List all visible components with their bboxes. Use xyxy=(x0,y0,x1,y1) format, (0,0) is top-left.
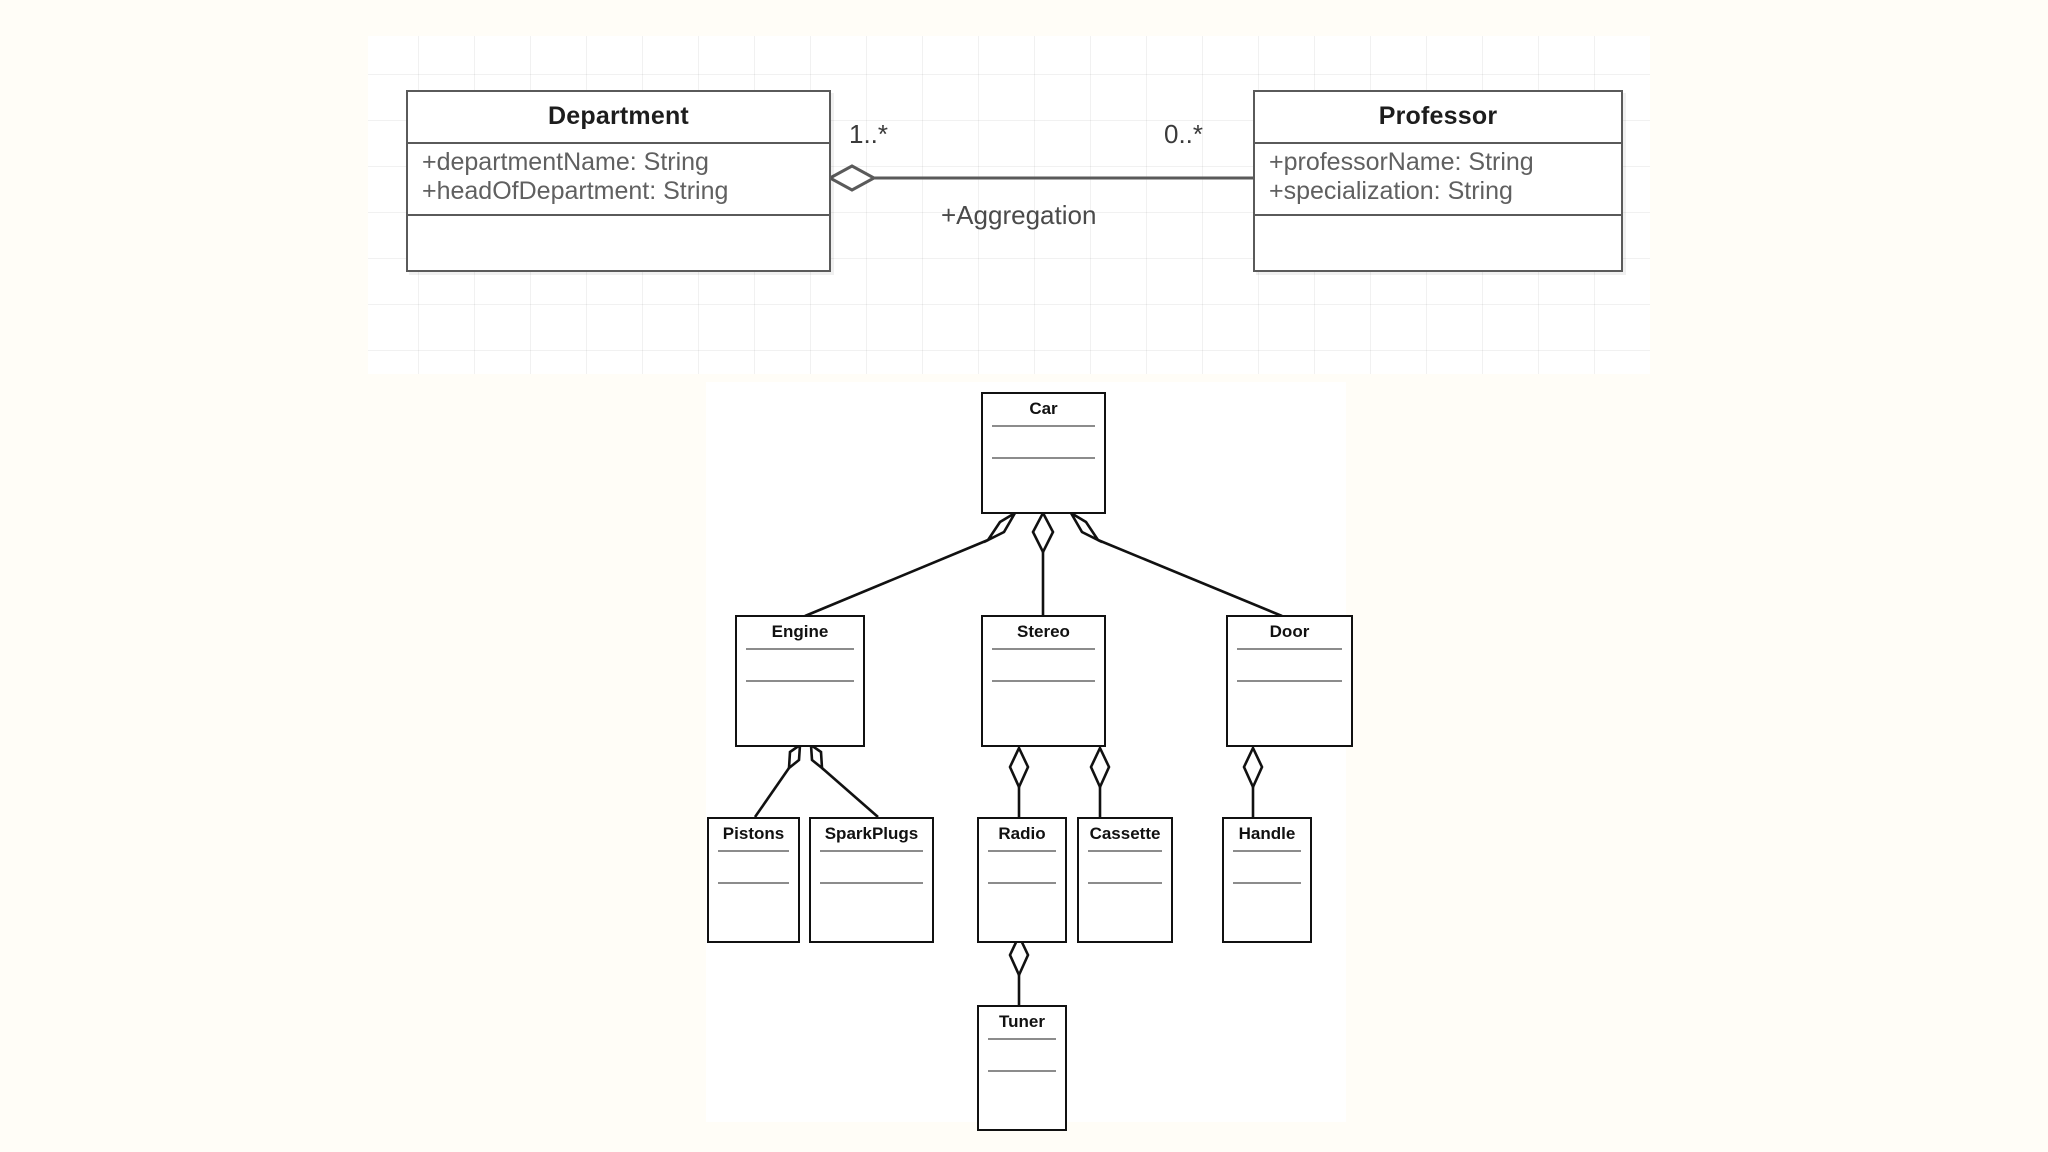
class-attributes-handle xyxy=(1224,852,1310,882)
class-box-cassette[interactable]: Cassette xyxy=(1077,817,1173,943)
compartment-separator xyxy=(992,457,1095,459)
class-attributes-door xyxy=(1228,650,1351,680)
compartment-separator xyxy=(746,680,854,682)
class-title-engine: Engine xyxy=(771,622,829,641)
compartment-separator xyxy=(1237,648,1342,650)
class-attributes-sparkplugs xyxy=(811,852,932,882)
compartment-separator xyxy=(718,882,789,884)
class-attributes-cassette xyxy=(1079,852,1171,882)
class-title-radio: Radio xyxy=(998,824,1046,843)
class-operations-radio xyxy=(979,884,1065,941)
compartment-separator xyxy=(820,882,923,884)
class-operations-professor xyxy=(1255,216,1621,242)
class-title-department: Department xyxy=(408,92,829,144)
class-operations-engine xyxy=(737,682,863,745)
class-box-car[interactable]: Car xyxy=(981,392,1106,514)
class-attributes-tuner xyxy=(979,1040,1065,1070)
compartment-separator xyxy=(820,850,923,852)
attribute-row: +headOfDepartment: String xyxy=(422,177,729,205)
class-operations-handle xyxy=(1224,884,1310,941)
class-attributes-department: +departmentName: String +headOfDepartmen… xyxy=(408,144,829,216)
class-box-radio[interactable]: Radio xyxy=(977,817,1067,943)
compartment-separator xyxy=(1233,882,1301,884)
attribute-row: +professorName: String xyxy=(1269,148,1534,176)
class-box-tuner[interactable]: Tuner xyxy=(977,1005,1067,1131)
class-operations-door xyxy=(1228,682,1351,745)
class-title-professor: Professor xyxy=(1255,92,1621,144)
class-attributes-pistons xyxy=(709,852,798,882)
compartment-separator xyxy=(992,680,1095,682)
compartment-separator xyxy=(988,882,1056,884)
class-attributes-professor: +professorName: String +specialization: … xyxy=(1255,144,1621,216)
class-box-door[interactable]: Door xyxy=(1226,615,1353,747)
class-operations-tuner xyxy=(979,1072,1065,1129)
compartment-separator xyxy=(988,1070,1056,1072)
class-box-professor[interactable]: Professor +professorName: String +specia… xyxy=(1253,90,1623,272)
class-title-pistons: Pistons xyxy=(722,824,785,843)
multiplicity-source: 1..* xyxy=(849,119,889,149)
class-title-car: Car xyxy=(1029,399,1058,418)
compartment-separator xyxy=(1237,680,1342,682)
class-box-engine[interactable]: Engine xyxy=(735,615,865,747)
class-box-department[interactable]: Department +departmentName: String +head… xyxy=(406,90,831,272)
compartment-separator xyxy=(992,648,1095,650)
compartment-separator xyxy=(746,648,854,650)
attribute-row: +departmentName: String xyxy=(422,148,709,176)
compartment-separator xyxy=(1233,850,1301,852)
class-operations-department xyxy=(408,216,829,242)
class-operations-sparkplugs xyxy=(811,884,932,941)
class-operations-cassette xyxy=(1079,884,1171,941)
class-title-tuner: Tuner xyxy=(999,1012,1045,1031)
association-label: +Aggregation xyxy=(941,200,1097,230)
attribute-row: +specialization: String xyxy=(1269,177,1513,205)
compartment-separator xyxy=(1088,850,1162,852)
class-attributes-engine xyxy=(737,650,863,680)
compartment-separator xyxy=(988,850,1056,852)
class-title-cassette: Cassette xyxy=(1089,824,1161,843)
class-title-door: Door xyxy=(1269,622,1310,641)
compartment-separator xyxy=(992,425,1095,427)
compartment-separator xyxy=(988,1038,1056,1040)
class-attributes-stereo xyxy=(983,650,1104,680)
class-box-handle[interactable]: Handle xyxy=(1222,817,1312,943)
class-title-stereo: Stereo xyxy=(1017,622,1070,641)
class-operations-stereo xyxy=(983,682,1104,745)
class-title-handle: Handle xyxy=(1238,824,1296,843)
class-operations-pistons xyxy=(709,884,798,941)
class-box-pistons[interactable]: Pistons xyxy=(707,817,800,943)
class-title-sparkplugs: SparkPlugs xyxy=(824,824,919,843)
class-box-stereo[interactable]: Stereo xyxy=(981,615,1106,747)
multiplicity-target: 0..* xyxy=(1164,119,1204,149)
compartment-separator xyxy=(718,850,789,852)
compartment-separator xyxy=(1088,882,1162,884)
class-box-sparkplugs[interactable]: SparkPlugs xyxy=(809,817,934,943)
class-operations-car xyxy=(983,459,1104,512)
class-attributes-car xyxy=(983,427,1104,457)
class-attributes-radio xyxy=(979,852,1065,882)
